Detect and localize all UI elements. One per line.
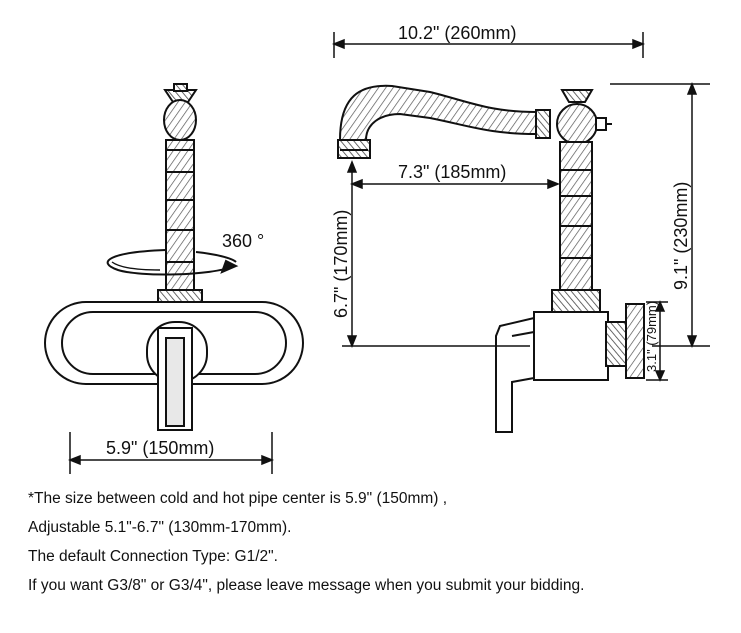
note-connection-type: The default Connection Type: G1/2". [28, 548, 278, 565]
side-handle-top [560, 89, 594, 103]
side-column [559, 141, 593, 291]
rotation-indicator [106, 249, 239, 276]
spout-reach-dimension [349, 178, 561, 190]
spout-height-label: 6.7" (170mm) [331, 210, 351, 318]
base-depth-label: 3.1" (79mm) [644, 301, 659, 372]
total-height-label: 9.1" (230mm) [671, 182, 691, 290]
note-pipe-center: *The size between cold and hot pipe cent… [28, 490, 448, 507]
base-depth-dimension [646, 300, 668, 382]
front-view [44, 83, 304, 431]
notes: *The size between cold and hot pipe cent… [28, 484, 728, 600]
note-adjustable: Adjustable 5.1"-6.7" (130mm-170mm). [28, 519, 292, 536]
spout-length-dimension [331, 32, 646, 58]
spout [338, 84, 537, 141]
front-ornate-ball [163, 99, 197, 141]
side-body [533, 311, 609, 381]
total-height-dimension [610, 81, 710, 349]
rotation-label: 360 ° [222, 231, 264, 251]
note-alternate-connection: If you want G3/8" or G3/4", please leave… [28, 577, 585, 594]
rotation-arrowhead [220, 259, 239, 274]
front-column [165, 139, 195, 291]
wall-flange [625, 303, 645, 379]
faucet-dimension-diagram: 360 ° 5.9" (150mm) 10.2" (260mm) [44, 23, 710, 474]
pipe-spacing-label: 5.9" (150mm) [106, 438, 214, 458]
spout-height-dimension [342, 159, 530, 349]
pipe-spacing-dimension [67, 432, 275, 474]
spout-length-label: 10.2" (260mm) [398, 23, 516, 43]
spout-reach-label: 7.3" (185mm) [398, 162, 506, 182]
side-view [337, 84, 645, 433]
